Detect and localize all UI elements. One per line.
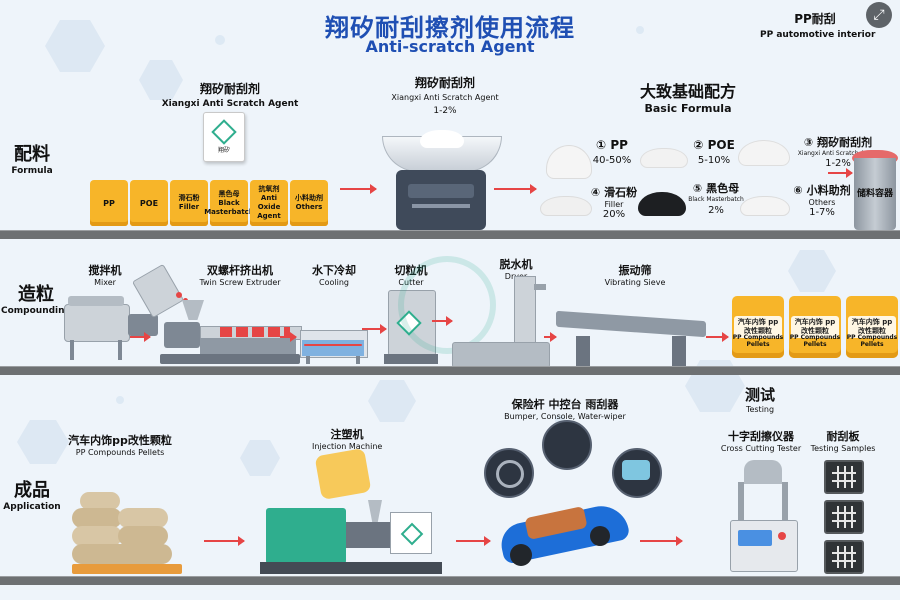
car-image (497, 492, 631, 572)
expand-icon[interactable]: ⤢ (866, 2, 892, 28)
wiper-glass (622, 460, 650, 480)
dryer-machine (452, 276, 550, 368)
pellet-bag-en: PP Compounds Pellets (846, 334, 898, 348)
test-sample (824, 460, 864, 494)
parts-label: 保险杆 中控台 雨刮器 Bumper, Console, Water-wiper (504, 398, 626, 421)
pp-granules (546, 145, 592, 179)
agent-bag: 翔矽 (203, 112, 245, 162)
sieve-label: 振动筛 Vibrating Sieve (604, 264, 666, 287)
ingredient-5: ⑤ 黑色母 Black Masterbatch 2% (688, 182, 744, 216)
agent-label: 翔矽耐刮剂 Xiangxi Anti Scratch Agent (161, 82, 299, 109)
arrow (706, 332, 729, 342)
arrow (640, 536, 683, 546)
arrow (828, 168, 853, 178)
arrow (432, 316, 453, 326)
cross-cutting-tester (730, 460, 798, 576)
arrow (280, 332, 297, 342)
arrow (456, 536, 491, 546)
feed-bag (314, 447, 372, 501)
poe-powder (640, 148, 688, 168)
arrow (130, 332, 151, 342)
agent-logo-icon (211, 119, 237, 145)
others-powder (740, 196, 790, 216)
watermark-logo-icon (398, 256, 496, 354)
arrow (494, 184, 537, 194)
page-subtitle: Anti-scratch Agent (365, 37, 535, 56)
talc-powder (540, 196, 592, 216)
ingredient-3: ③ 翔矽耐刮剂 Xiangxi Anti Scratch Agent 1-2% (797, 136, 879, 169)
cooling-label: 水下冷却 Cooling (312, 264, 356, 287)
basic-formula-title: 大致基础配方 Basic Formula (639, 82, 736, 115)
pellets-label: 汽车内饰pp改性颗粒 PP Compounds Pellets (68, 434, 172, 457)
extruder-machine (160, 300, 302, 364)
extruder-label: 双螺杆挤出机 Twin Screw Extruder (199, 264, 281, 287)
scale-label: 翔矽耐刮剂 Xiangxi Anti Scratch Agent 1-2% (391, 76, 499, 116)
ingredient-1: ① PP 40-50% (592, 138, 632, 166)
agent-powder (738, 140, 790, 166)
test-sample (824, 540, 864, 574)
testing-title: 测试 Testing (744, 386, 775, 414)
pellet-sack-pile (72, 488, 182, 576)
black-masterbatch-pile (638, 192, 686, 216)
bag-pp: PP (90, 180, 128, 226)
injection-machine (260, 500, 442, 576)
mixer-machine (64, 290, 158, 360)
arrow (340, 184, 377, 194)
pp-label: PP耐刮 PP automotive interior (760, 12, 876, 40)
arrow (204, 536, 245, 546)
cooling-tank (300, 330, 368, 364)
storage-container: 储料容器 (852, 150, 898, 234)
tester-label: 十字刮擦仪器 Cross Cutting Tester (720, 430, 802, 453)
page-title: 翔矽耐刮擦剂使用流程 (325, 14, 575, 42)
pellet-bag-en: PP Compounds Pellets (732, 334, 784, 348)
injection-label: 注塑机 Injection Machine (312, 428, 383, 451)
shelf-3 (0, 576, 900, 585)
ingredient-4: ④ 滑石粉 Filler 20% (590, 186, 638, 220)
pellet-bag-en: PP Compounds Pellets (789, 334, 841, 348)
pellet-bag: 汽车内饰 pp改性颗粒 (789, 296, 841, 358)
pellet-bag: 汽车内饰 pp改性颗粒 (846, 296, 898, 358)
section-application: 成品 Application (3, 480, 61, 512)
samples-label: 耐刮板 Testing Samples (810, 430, 876, 453)
section-formula: 配料 Formula (11, 144, 53, 176)
console-icon (542, 420, 592, 470)
section-compounding: 造粒 Compounding (1, 284, 71, 316)
vibrating-sieve (556, 310, 706, 366)
shelf-2 (0, 366, 900, 375)
arrow (362, 324, 387, 334)
bag-poe: POE (130, 180, 168, 226)
test-sample (824, 500, 864, 534)
weighing-scale (382, 130, 502, 230)
pellet-bag: 汽车内饰 pp改性颗粒 (732, 296, 784, 358)
shelf-1 (0, 230, 900, 239)
ingredient-6: ⑥ 小料助剂 Others 1-7% (793, 184, 851, 218)
steering-wheel-inner (496, 460, 524, 488)
ingredient-2: ② POE 5-10% (693, 138, 735, 166)
mixer-label: 搅拌机 Mixer (88, 264, 122, 287)
arrow (544, 332, 557, 342)
